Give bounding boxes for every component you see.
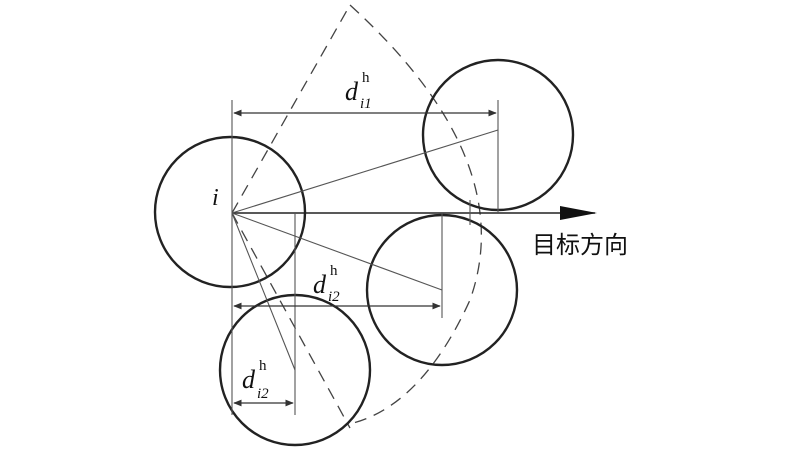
- svg-text:h: h: [362, 70, 370, 86]
- dim-mid-label: d h i2: [313, 263, 340, 305]
- origin-label: i: [212, 185, 219, 211]
- dim-low-label: d h i2: [242, 358, 269, 402]
- svg-text:i2: i2: [257, 386, 269, 402]
- sector-ray-bottom: [231, 212, 351, 429]
- svg-text:d: d: [313, 270, 327, 299]
- svg-text:i1: i1: [360, 96, 372, 112]
- circle-agent-i: [153, 135, 307, 289]
- sector-arc-outer: [344, 4, 482, 426]
- svg-text:d: d: [345, 77, 359, 106]
- ray-to-neighbor-1: [231, 129, 499, 214]
- ray-to-neighbor-2: [231, 212, 443, 291]
- svg-text:d: d: [242, 365, 256, 394]
- svg-text:h: h: [259, 358, 267, 374]
- target-direction-arrowhead: [560, 206, 597, 220]
- ray-to-neighbor-3: [231, 212, 296, 371]
- svg-text:i2: i2: [328, 289, 340, 305]
- dim-top-label: d h i1: [345, 70, 372, 112]
- svg-text:h: h: [330, 263, 338, 279]
- direction-label: 目标方向: [532, 231, 628, 259]
